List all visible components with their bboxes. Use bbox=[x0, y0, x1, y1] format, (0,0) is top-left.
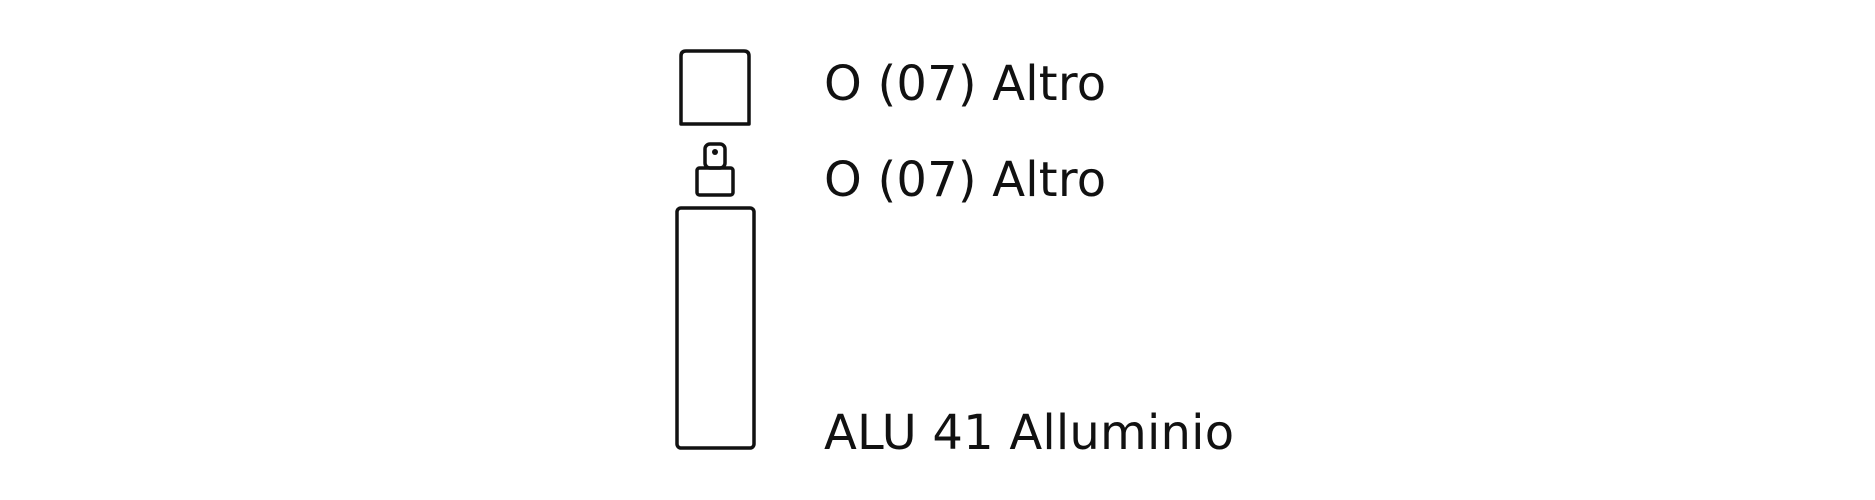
pump-label: O (07) Altro bbox=[824, 152, 1107, 208]
spray-pump-icon bbox=[695, 142, 735, 197]
bottle-label: ALU 41 Alluminio bbox=[824, 405, 1235, 461]
cap-icon bbox=[679, 49, 751, 126]
bottle-icon bbox=[675, 206, 756, 450]
cap-label: O (07) Altro bbox=[824, 56, 1107, 112]
